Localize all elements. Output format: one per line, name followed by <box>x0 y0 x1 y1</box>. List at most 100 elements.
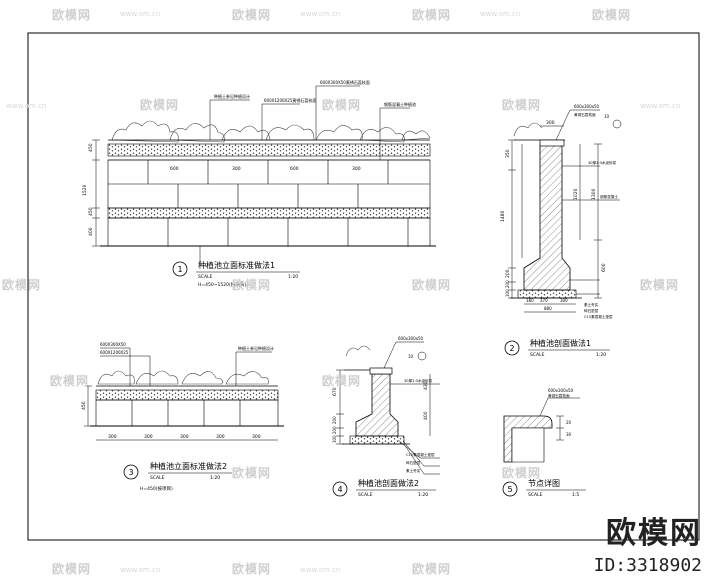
dim-d2-left-3: 200 <box>505 269 511 278</box>
note-d1-2: 600X1200X25黄锈石荔枝面 <box>264 97 316 103</box>
dim-d3-bottom-1: 300 <box>108 434 117 440</box>
watermark-brand: 欧模网 <box>52 562 92 576</box>
dim-d4-left-4: 100 <box>332 435 337 443</box>
dim-d3-bottom-5: 300 <box>252 434 261 440</box>
watermark-brand: 欧模网 <box>322 98 362 112</box>
note-d4-4: 碎石垫层 <box>406 460 421 465</box>
dim-d4-right-1: 430 <box>423 381 429 390</box>
drawing-frame <box>27 32 700 541</box>
note-d2-5: C15素混凝土垫层 <box>584 314 613 319</box>
watermark-brand: 欧模网 <box>2 278 42 292</box>
detail-5-node: 600x300x50 黄锈石荔枝面 20 30 5 节点详图 SCALE 1:5 <box>502 388 586 498</box>
dim-d2-right-3: 600 <box>601 263 607 272</box>
dim-d4-left-1: 670 <box>332 387 338 396</box>
note-d5-1: 黄锈石荔枝面 <box>548 393 570 398</box>
detail-number-circle <box>502 481 518 497</box>
watermark-url: www.om.cn <box>640 102 681 110</box>
dim-d3-left: 450 <box>81 401 87 410</box>
dim-d4-left-2: 200 <box>332 416 337 424</box>
note-d4-3: C15素混凝土垫层 <box>406 452 435 457</box>
dim-d2-left-4: 200 <box>505 280 510 288</box>
note-d4-5: 素土夯实 <box>406 468 421 473</box>
dim-d3-bottom-3: 300 <box>180 434 189 440</box>
watermark-brand: 欧模网 <box>502 466 542 480</box>
dim-d2-right-2: 1300 <box>591 188 597 200</box>
watermark-brand: 欧模网 <box>412 278 452 292</box>
watermark-brand: 欧模网 <box>412 8 452 22</box>
dim-d2-bottom-2: 370 <box>540 298 548 303</box>
dim-d1-top-4: 300 <box>352 166 361 172</box>
detail-2-section: 350 1480 200 200 100 1020 1300 600 300 1… <box>500 104 622 358</box>
dim-d3-bottom-4: 300 <box>216 434 225 440</box>
watermark-brand: 欧模网 <box>52 8 92 22</box>
detail-number-circle <box>172 261 188 277</box>
note-d4-1: 600x300x50 <box>398 336 424 341</box>
note-d2-1: 600x300x50 <box>574 104 600 109</box>
watermark-brand: 欧模网 <box>50 374 90 388</box>
note-d2-7: 素土夯实 <box>584 302 599 307</box>
watermark-brand: 欧模网 <box>322 374 362 388</box>
note-d3-1: 600X300X50 <box>100 342 126 347</box>
detail-5-title: 节点详图 <box>528 478 560 488</box>
detail-3-elevation: 450 300 300 300 300 300 600X300X50 600X1… <box>81 342 284 492</box>
note-d1-1: 种植土参见种植设计 <box>214 93 250 99</box>
dim-d2-bottom-4: 880 <box>544 306 552 311</box>
note-d1-3: 600X300X50黄锈石荔枝面 <box>320 79 370 85</box>
brand-logo-text: 欧模网 <box>606 516 702 551</box>
detail-3-scale-label: SCALE <box>150 475 165 481</box>
watermark-brand: 欧模网 <box>232 278 272 292</box>
dim-d1-left-4: 400 <box>88 227 94 236</box>
note-d1-4: 钢筋混凝土种植池 <box>384 101 416 107</box>
asset-id: ID:3318902 <box>593 555 702 576</box>
dim-d3-bottom-2: 300 <box>144 434 153 440</box>
dim-d4-callout: 10 <box>408 354 414 359</box>
watermark-url: www.om.cn <box>300 566 341 574</box>
dim-d2-bottom-3: 300 <box>560 298 568 303</box>
note-d2-6: 碎石垫层 <box>584 308 599 313</box>
detail-5-number: 5 <box>507 485 512 494</box>
dim-d1-left-1: 450 <box>88 143 94 152</box>
dim-d5-right-2: 30 <box>566 432 572 437</box>
detail-1-scale-label: SCALE <box>198 274 213 280</box>
watermark-brand: 欧模网 <box>232 562 272 576</box>
detail-4-title: 种植池剖面做法2 <box>358 478 419 488</box>
detail-5-scale: 1:5 <box>572 492 579 498</box>
detail-1-note: H=450~1520(按项目) <box>198 281 246 288</box>
dim-d2-right-1: 1020 <box>573 188 579 200</box>
detail-1-number: 1 <box>177 265 182 274</box>
dim-d5-top: 600x300x50 <box>548 388 574 393</box>
dim-d4-right-2: 400 <box>423 411 429 420</box>
detail-2-scale: 1:20 <box>596 352 606 358</box>
watermark-brand: 欧模网 <box>502 98 542 112</box>
detail-1-title: 种植池立面标准做法1 <box>198 260 275 270</box>
watermark-brand: 欧模网 <box>232 8 272 22</box>
detail-4-number: 4 <box>337 485 342 494</box>
note-d2-4: 钢筋混凝土 <box>600 194 618 199</box>
detail-number-circle <box>504 340 520 356</box>
dim-d1-top-3: 600 <box>290 166 299 172</box>
dim-d2-left-1: 350 <box>505 149 511 158</box>
dim-d1-left-2: 1520 <box>82 184 88 196</box>
watermark-url: www.om.cn <box>300 10 341 18</box>
watermark-url: www.om.cn <box>120 10 161 18</box>
detail-3-scale: 1:20 <box>210 475 220 481</box>
dim-d2-top: 300 <box>546 120 555 126</box>
dim-d4-left-3: 200 <box>332 426 337 434</box>
note-d2-3: 30厚1:3水泥砂浆 <box>588 160 617 165</box>
dim-d1-left-3: 450 <box>88 207 94 216</box>
dim-d2-bottom-1: 180 <box>526 298 534 303</box>
detail-5-scale-label: SCALE <box>528 492 543 498</box>
detail-1-elevation: 450 1520 450 400 600 300 600 300 种植土参见种植… <box>82 79 436 288</box>
detail-number-circle <box>332 481 348 497</box>
plant-outline <box>111 120 431 143</box>
note-d3-3: 种植土参见种植设计 <box>238 345 274 351</box>
detail-number-circle <box>123 464 139 480</box>
dim-d5-right-1: 20 <box>566 420 572 425</box>
dim-d1-top-2: 300 <box>232 166 241 172</box>
dim-d2-left-5: 100 <box>505 289 510 297</box>
detail-4-scale-label: SCALE <box>358 492 373 498</box>
detail-3-title: 种植池立面标准做法2 <box>150 461 227 471</box>
watermark-brand: 欧模网 <box>640 278 680 292</box>
detail-2-title: 种植池剖面做法1 <box>530 338 591 348</box>
note-d4-2: 30厚1:3水泥砂浆 <box>404 378 433 383</box>
